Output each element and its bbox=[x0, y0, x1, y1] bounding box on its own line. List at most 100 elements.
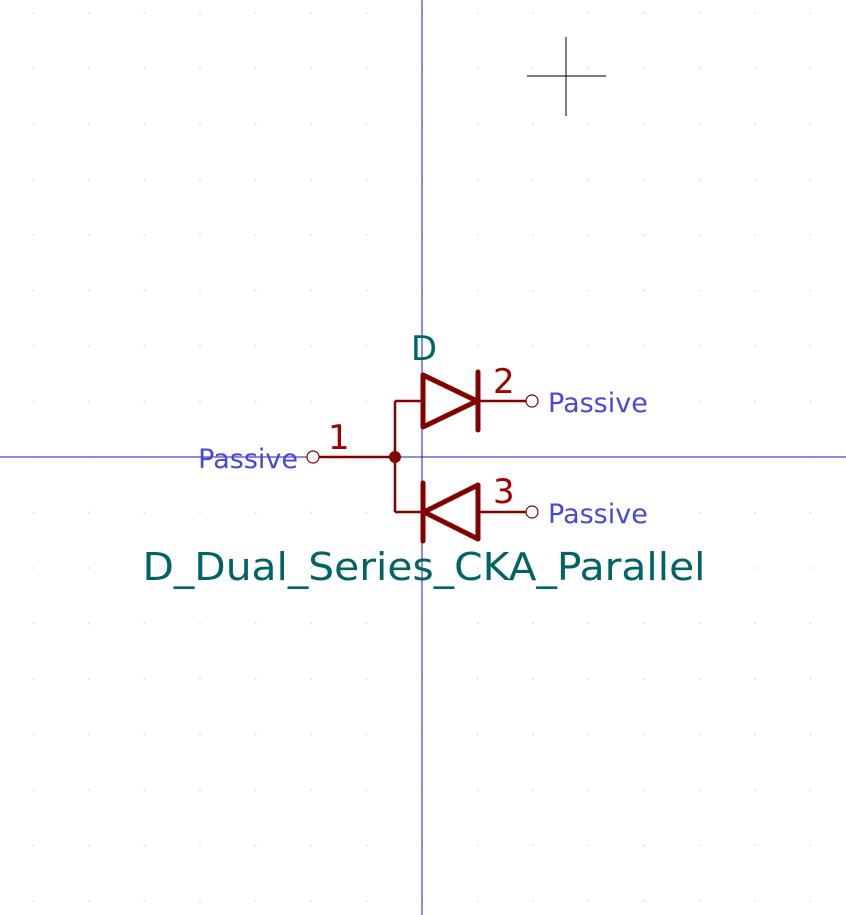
grid-dot bbox=[476, 178, 479, 181]
grid-dot bbox=[199, 67, 201, 70]
grid-dot bbox=[698, 733, 701, 736]
grid-dot bbox=[754, 67, 756, 70]
grid-dot bbox=[310, 678, 312, 680]
grid-dot bbox=[32, 67, 35, 70]
pin-2-endpoint[interactable] bbox=[525, 394, 539, 408]
grid-dot bbox=[143, 567, 146, 569]
grid-dot bbox=[88, 234, 90, 236]
grid-dot bbox=[88, 345, 90, 347]
grid-dot bbox=[809, 12, 812, 14]
grid-dot bbox=[199, 400, 201, 403]
grid-dot bbox=[587, 733, 590, 736]
grid-dot bbox=[698, 511, 701, 514]
pin-3-type: Passive bbox=[548, 499, 648, 530]
grid-dot bbox=[143, 345, 146, 347]
grid-dot bbox=[754, 622, 756, 625]
grid-dot bbox=[532, 900, 534, 902]
grid-dot bbox=[532, 12, 534, 14]
grid-dot bbox=[476, 234, 479, 236]
grid-dot bbox=[643, 900, 645, 902]
diode-lower bbox=[420, 480, 526, 544]
grid-dot bbox=[310, 622, 312, 625]
grid-dot bbox=[587, 123, 590, 125]
grid-dot bbox=[32, 123, 35, 125]
grid-dot bbox=[143, 511, 146, 514]
value-field[interactable]: D_Dual_Series_CKA_Parallel bbox=[143, 545, 706, 589]
grid-dot bbox=[698, 622, 701, 625]
grid-dot bbox=[809, 567, 812, 569]
grid-dot bbox=[643, 123, 645, 125]
grid-dot bbox=[698, 345, 701, 347]
grid-dot bbox=[88, 289, 90, 292]
grid-dot bbox=[310, 567, 312, 569]
grid-dot bbox=[698, 844, 701, 847]
grid-dot bbox=[754, 844, 756, 847]
grid-dot bbox=[254, 345, 257, 347]
grid-dot bbox=[365, 345, 368, 347]
grid-dot bbox=[32, 678, 35, 680]
grid-dot bbox=[365, 733, 368, 736]
grid-dot bbox=[310, 733, 312, 736]
grid-dot bbox=[476, 12, 479, 14]
pin-1[interactable]: 1 Passive bbox=[198, 418, 349, 475]
grid-dot bbox=[32, 400, 35, 403]
reference-field[interactable]: D bbox=[411, 329, 437, 369]
grid-dot bbox=[365, 567, 368, 569]
grid-dot bbox=[587, 844, 590, 847]
grid-dot bbox=[310, 289, 312, 292]
grid-dot bbox=[698, 567, 701, 569]
grid-dot bbox=[643, 567, 645, 569]
pin-1-number: 1 bbox=[328, 418, 350, 458]
grid-dot bbox=[32, 12, 35, 14]
grid-dot bbox=[143, 12, 146, 14]
grid-dot bbox=[365, 400, 368, 403]
grid-dot bbox=[254, 178, 257, 181]
pin-3-endpoint[interactable] bbox=[525, 505, 539, 519]
grid-dot bbox=[587, 678, 590, 680]
grid-dot bbox=[809, 123, 812, 125]
grid-dot bbox=[88, 123, 90, 125]
grid-dot bbox=[88, 733, 90, 736]
grid-dot bbox=[587, 400, 590, 403]
grid-dot bbox=[32, 844, 35, 847]
grid-dot bbox=[88, 789, 90, 791]
diode-symbol[interactable]: 1 Passive 2 Passive 3 Passive bbox=[198, 362, 648, 544]
grid-dot bbox=[698, 900, 701, 902]
grid-dot bbox=[199, 12, 201, 14]
grid-dot bbox=[754, 567, 756, 569]
grid-dot bbox=[643, 622, 645, 625]
grid-dot bbox=[365, 289, 368, 292]
grid-dot bbox=[643, 733, 645, 736]
grid-dot bbox=[254, 900, 257, 902]
grid-dot bbox=[143, 622, 146, 625]
grid-dots bbox=[32, 12, 812, 902]
grid-dot bbox=[143, 900, 146, 902]
grid-dot bbox=[310, 789, 312, 791]
pin-3[interactable]: 3 Passive bbox=[493, 472, 648, 530]
crosshair-cursor bbox=[527, 37, 606, 116]
grid-dot bbox=[587, 511, 590, 514]
grid-dot bbox=[532, 123, 534, 125]
grid-dot bbox=[587, 289, 590, 292]
grid-dot bbox=[698, 678, 701, 680]
grid-dot bbox=[476, 67, 479, 70]
grid-dot bbox=[310, 345, 312, 347]
pin-2[interactable]: 2 Passive bbox=[493, 362, 648, 419]
grid-dot bbox=[476, 345, 479, 347]
grid-dot bbox=[365, 234, 368, 236]
grid-dot bbox=[809, 678, 812, 680]
grid-dot bbox=[199, 844, 201, 847]
grid-dot bbox=[476, 622, 479, 625]
grid-dot bbox=[532, 789, 534, 791]
grid-dot bbox=[643, 67, 645, 70]
grid-dot bbox=[587, 67, 590, 70]
grid-dot bbox=[254, 789, 257, 791]
pin-1-endpoint[interactable] bbox=[306, 450, 320, 464]
grid-dot bbox=[310, 511, 312, 514]
grid-dot bbox=[143, 733, 146, 736]
grid-dot bbox=[254, 67, 257, 70]
grid-dot bbox=[643, 289, 645, 292]
grid-dot bbox=[365, 67, 368, 70]
grid-dot bbox=[143, 67, 146, 70]
